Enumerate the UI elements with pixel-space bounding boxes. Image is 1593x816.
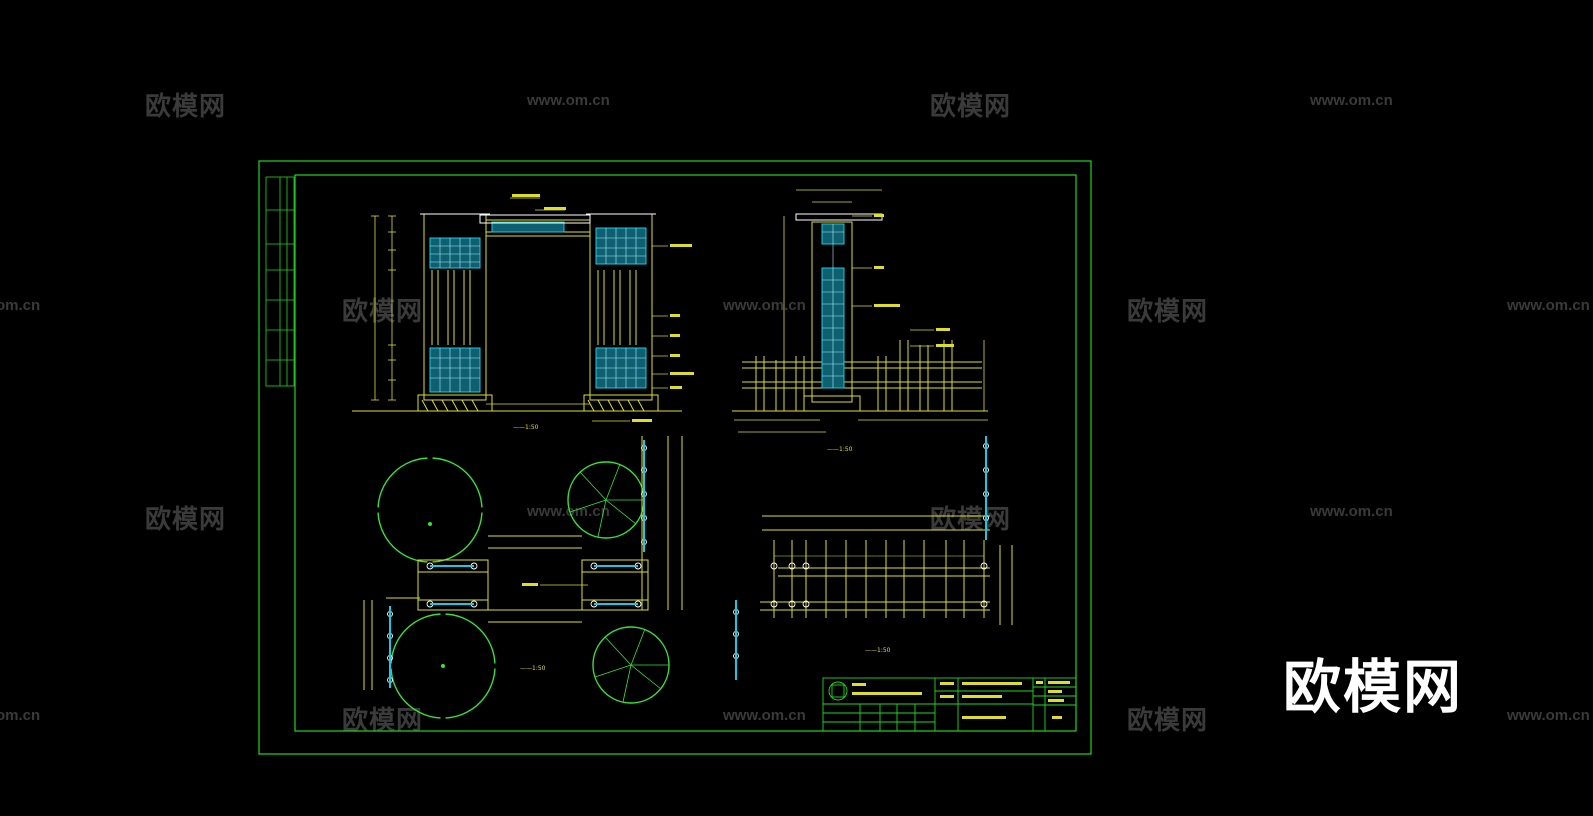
view-label-plan: ——1:50 <box>520 665 546 672</box>
binding-strip <box>265 176 295 387</box>
front-elevation: ——1:50 <box>352 194 694 431</box>
title-block <box>822 677 1077 732</box>
site-logo: 欧模网 <box>1283 653 1464 721</box>
sheet-outer-frame <box>258 160 1092 755</box>
side-elevation: ——1:50 <box>732 189 988 453</box>
plan-view: ——1:50 <box>363 436 683 720</box>
sheet-inner-frame <box>294 174 1077 732</box>
side-plan-view: ——1:50 <box>733 436 1013 680</box>
view-label-side: ——1:50 <box>827 446 853 453</box>
title-block-text-marks <box>852 681 1070 719</box>
view-label-front: ——1:50 <box>513 424 539 431</box>
view-label-side-plan: ——1:50 <box>865 647 891 654</box>
